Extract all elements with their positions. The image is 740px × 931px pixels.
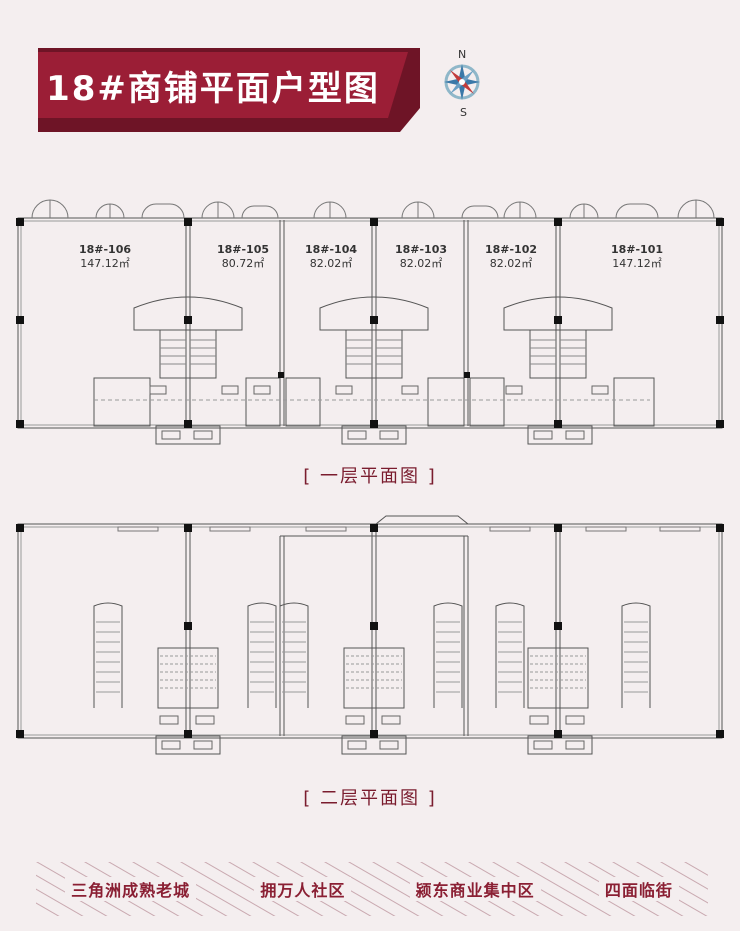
page-title: 18#商铺平面户型图 (46, 68, 380, 109)
unit-area: 82.02㎡ (489, 257, 533, 270)
floor2-plan (16, 515, 724, 755)
compass-north: N (458, 48, 466, 61)
title-banner (38, 48, 420, 132)
unit-area: 80.72㎡ (221, 257, 265, 270)
unit-label: 18#-105 80.72㎡ (198, 243, 288, 271)
unit-label: 18#-101 147.12㎡ (592, 243, 682, 271)
unit-id: 18#-106 (78, 243, 132, 256)
footer-item: 颍东商业集中区 (409, 877, 541, 901)
unit-area: 147.12㎡ (80, 257, 130, 270)
unit-label: 18#-106 147.12㎡ (60, 243, 150, 271)
floor1-caption: [ 一层平面图 ] (303, 466, 437, 487)
unit-area: 147.12㎡ (612, 257, 662, 270)
floor2-caption: [ 二层平面图 ] (303, 788, 437, 809)
floor1-plan (16, 199, 724, 445)
unit-id: 18#-102 (484, 243, 538, 256)
compass-icon: N S (444, 48, 480, 119)
footer-item: 拥万人社区 (254, 877, 352, 901)
footer-item: 四面临街 (598, 877, 679, 901)
unit-id: 18#-104 (304, 243, 358, 256)
compass-south: S (460, 106, 467, 119)
unit-area: 82.02㎡ (309, 257, 353, 270)
footer-item: 三角洲成熟老城 (65, 877, 197, 901)
unit-label: 18#-104 82.02㎡ (286, 243, 376, 271)
footer-highlights: 三角洲成熟老城 拥万人社区 颍东商业集中区 四面临街 (36, 872, 708, 906)
unit-id: 18#-105 (216, 243, 270, 256)
unit-id: 18#-103 (394, 243, 448, 256)
unit-area: 82.02㎡ (399, 257, 443, 270)
unit-label: 18#-102 82.02㎡ (466, 243, 556, 271)
unit-label: 18#-103 82.02㎡ (376, 243, 466, 271)
unit-id: 18#-101 (610, 243, 664, 256)
